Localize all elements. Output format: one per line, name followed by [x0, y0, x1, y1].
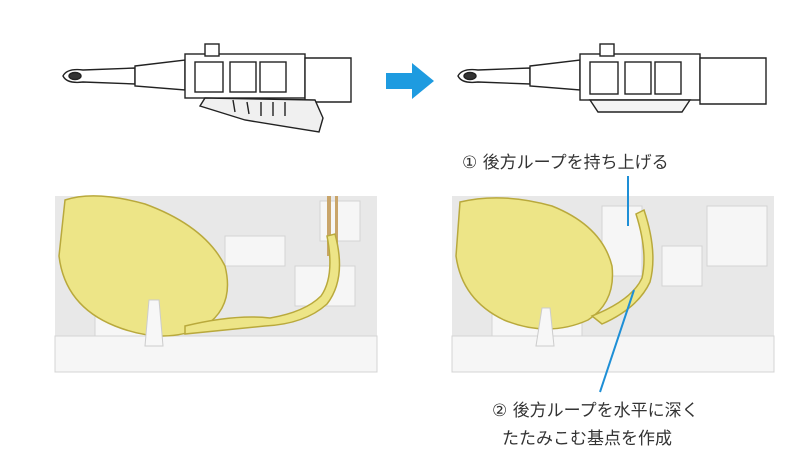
leader-line-step2: [599, 289, 635, 393]
lens-render-after: [451, 196, 775, 373]
lens-render-before: [54, 195, 378, 373]
step2-caption-line1: ② 後方ループを水平に深く: [492, 401, 699, 421]
right-arrow-icon: [386, 63, 434, 99]
injector-illustration-after: [457, 43, 767, 113]
injector-illustration-before: [62, 43, 352, 133]
step2-caption-line2: たたみこむ基点を作成: [502, 429, 672, 449]
step1-caption: ① 後方ループを持ち上げる: [462, 153, 669, 173]
